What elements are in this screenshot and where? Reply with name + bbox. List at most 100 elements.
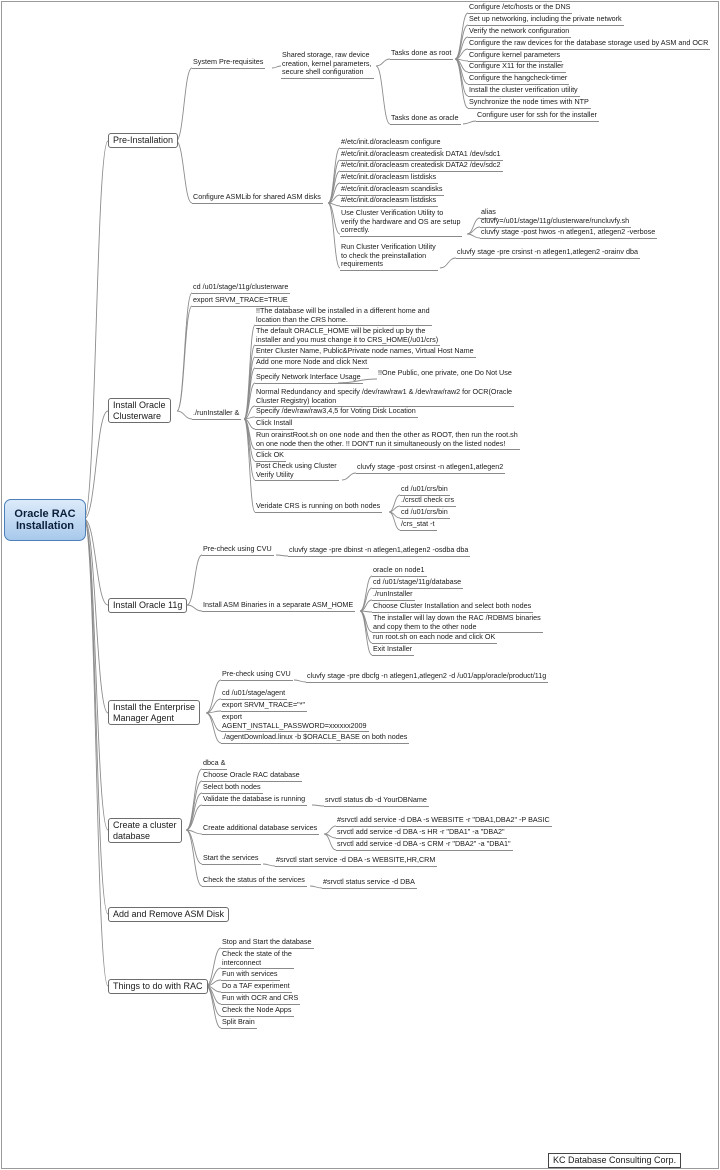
- connector-line: [262, 863, 276, 867]
- node-line: Use Cluster Verification Utility to: [341, 208, 444, 217]
- node-alias[interactable]: alias: [480, 207, 498, 219]
- agent-step[interactable]: cd /u01/stage/agent: [221, 688, 288, 700]
- verify-crs-command[interactable]: cd /u01/crs/bin: [400, 484, 450, 496]
- branch-pre-installation[interactable]: Pre-Installation: [108, 133, 179, 148]
- service-command[interactable]: #srvctl add service -d DBA -s WEBSITE -r…: [336, 815, 552, 827]
- oracle-task-item[interactable]: Configure user for ssh for the installer: [476, 110, 599, 122]
- node-start-services[interactable]: Start the services: [202, 853, 261, 865]
- connector-line: [323, 825, 337, 835]
- db-step[interactable]: dbca &: [202, 758, 228, 770]
- installer-step-verify-crs[interactable]: Veridate CRS is running on both nodes: [255, 501, 383, 513]
- node-runinstaller[interactable]: ./runInstaller &: [192, 408, 242, 420]
- asm-install-step[interactable]: run root.sh on each node and click OK: [372, 632, 498, 644]
- branch-add-remove-asm-disk[interactable]: Add and Remove ASM Disk: [108, 907, 230, 922]
- node-start-services-command[interactable]: #srvctl start service -d DBA -s WEBSITE,…: [275, 855, 438, 867]
- asmlib-command[interactable]: #/etc/init.d/oracleasm createdisk DATA2 …: [340, 160, 503, 172]
- node-precheck-dbcfg[interactable]: Pre-check using CVU: [221, 669, 293, 681]
- node-hwos-command[interactable]: cluvfy stage -post hwos -n atlegen1, atl…: [480, 227, 658, 239]
- node-line: AGENT_INSTALL_PASSWORD=xxxxxx2009: [222, 720, 367, 730]
- node-export-trace[interactable]: export SRVM_TRACE=TRUE: [192, 295, 290, 307]
- installer-step[interactable]: Click OK: [255, 450, 286, 462]
- asmlib-command[interactable]: #/etc/init.d/oracleasm configure: [340, 137, 443, 149]
- root-task-item[interactable]: Synchronize the node times with NTP: [468, 97, 591, 109]
- rac-exercise[interactable]: Do a TAF experiment: [221, 981, 292, 993]
- branch-install-oracle-11g[interactable]: Install Oracle 11g: [108, 598, 188, 613]
- rac-exercise[interactable]: Fun with OCR and CRS: [221, 993, 301, 1005]
- rac-exercise[interactable]: Split Brain: [221, 1017, 257, 1029]
- root-task-item[interactable]: Verify the network configuration: [468, 26, 572, 38]
- rac-exercise[interactable]: Check the Node Apps: [221, 1005, 294, 1017]
- node-srvctl-status-db[interactable]: srvctl status db -d YourDBName: [324, 795, 429, 807]
- node-alias-command[interactable]: cluvfy=/u01/stage/11g/clusterware/runclu…: [480, 216, 632, 228]
- verify-crs-command[interactable]: cd /u01/crs/bin: [400, 507, 450, 519]
- agent-step[interactable]: ./agentDownload.linux -b $ORACLE_BASE on…: [221, 732, 410, 744]
- node-precheck-dbinst[interactable]: Pre-check using CVU: [202, 544, 274, 556]
- root-task-item[interactable]: Configure the raw devices for the databa…: [468, 38, 711, 50]
- root-task-item[interactable]: Configure /etc/hosts or the DNS: [468, 2, 573, 14]
- connector-line: [243, 344, 256, 420]
- asmlib-command[interactable]: #/etc/init.d/oracleasm listdisks: [340, 172, 439, 184]
- node-line: requirements: [341, 259, 383, 269]
- installer-step-network[interactable]: Specify Network Interface Usage: [255, 372, 363, 384]
- node-configure-asmlib[interactable]: Configure ASMLib for shared ASM disks: [192, 192, 323, 204]
- asm-install-step[interactable]: Choose Cluster Installation and select b…: [372, 601, 534, 613]
- node-tasks-oracle[interactable]: Tasks done as oracle: [390, 113, 461, 125]
- db-step[interactable]: Select both nodes: [202, 782, 263, 794]
- connector-line: [327, 202, 341, 269]
- installer-step[interactable]: Click Install: [255, 418, 295, 430]
- asm-install-step[interactable]: The installer will lay down the RAC /RDB…: [372, 613, 543, 634]
- asm-install-step[interactable]: cd /u01/stage/11g/database: [372, 577, 464, 589]
- asmlib-command[interactable]: #/etc/init.d/oracleasm createdisk DATA1 …: [340, 149, 503, 161]
- service-command[interactable]: srvctl add service -d DBA -s CRM -r "DBA…: [336, 839, 513, 851]
- root-task-item[interactable]: Set up networking, including the private…: [468, 14, 624, 26]
- verify-crs-command[interactable]: /crs_stat -t: [400, 519, 437, 531]
- connector-line: [83, 518, 109, 987]
- node-cd-clusterware[interactable]: cd /u01/stage/11g/clusterware: [192, 282, 291, 294]
- installer-step[interactable]: The default ORACLE_HOME will be picked u…: [255, 326, 441, 347]
- rac-exercise[interactable]: Stop and Start the database: [221, 937, 314, 949]
- agent-step[interactable]: export SRVM_TRACE="*": [221, 700, 308, 712]
- node-check-services-command[interactable]: #srvctl status service -d DBA: [322, 877, 417, 889]
- branch-things-to-do[interactable]: Things to do with RAC: [108, 979, 208, 994]
- node-dbcfg-command[interactable]: cluvfy stage -pre dbcfg -n atlegen1,atle…: [306, 671, 549, 683]
- asm-install-step[interactable]: ./runInstaller: [372, 589, 415, 601]
- service-command[interactable]: srvctl add service -d DBA -s HR -r "DBA1…: [336, 827, 507, 839]
- asmlib-command[interactable]: #/etc/init.d/oracleasm listdisks: [340, 195, 439, 207]
- node-system-prerequisites[interactable]: System Pre-requisites: [192, 57, 266, 69]
- node-dbinst-command[interactable]: cluvfy stage -pre dbinst -n atlegen1,atl…: [288, 545, 471, 557]
- node-check-services[interactable]: Check the status of the services: [202, 875, 307, 887]
- installer-step[interactable]: Add one more Node and click Next: [255, 357, 370, 369]
- asm-install-step[interactable]: Exit Installer: [372, 644, 415, 656]
- node-post-crsinst-command[interactable]: cluvfy stage -post crsinst -n atlegen1,a…: [356, 462, 506, 474]
- installer-step[interactable]: Run orainstRoot.sh on one node and then …: [255, 430, 520, 451]
- db-step[interactable]: Choose Oracle RAC database: [202, 770, 302, 782]
- node-line: Run orainstRoot.sh on one node and then …: [256, 430, 518, 439]
- node-install-asm-binaries[interactable]: Install ASM Binaries in a separate ASM_H…: [202, 600, 356, 612]
- installer-step[interactable]: Specify /dev/raw/raw3,4,5 for Voting Dis…: [255, 406, 418, 418]
- node-validate-database[interactable]: Validate the database is running: [202, 794, 308, 806]
- node-create-services[interactable]: Create additional database services: [202, 823, 320, 835]
- root-task-item[interactable]: Install the cluster verification utility: [468, 85, 580, 97]
- node-crsinst-command[interactable]: cluvfy stage -pre crsinst -n atlegen1,at…: [456, 247, 640, 259]
- installer-step[interactable]: Enter Cluster Name, Public&Private node …: [255, 346, 476, 358]
- asm-install-step[interactable]: oracle on node1: [372, 565, 427, 577]
- rac-exercise[interactable]: Fun with services: [221, 969, 280, 981]
- root-task-item[interactable]: Configure the hangcheck-timer: [468, 73, 570, 85]
- root-task-item[interactable]: Configure X11 for the installer: [468, 61, 566, 73]
- installer-step[interactable]: !!The database will be installed in a di…: [255, 306, 432, 327]
- node-tasks-root[interactable]: Tasks done as root: [390, 48, 454, 60]
- asmlib-command[interactable]: #/etc/init.d/oracleasm scandisks: [340, 184, 445, 196]
- installer-step[interactable]: Normal Redundancy and specify /dev/raw/r…: [255, 387, 515, 408]
- verify-crs-command[interactable]: ./crsctl check crs: [400, 495, 457, 507]
- root-task-item[interactable]: Configure kernel parameters: [468, 50, 563, 62]
